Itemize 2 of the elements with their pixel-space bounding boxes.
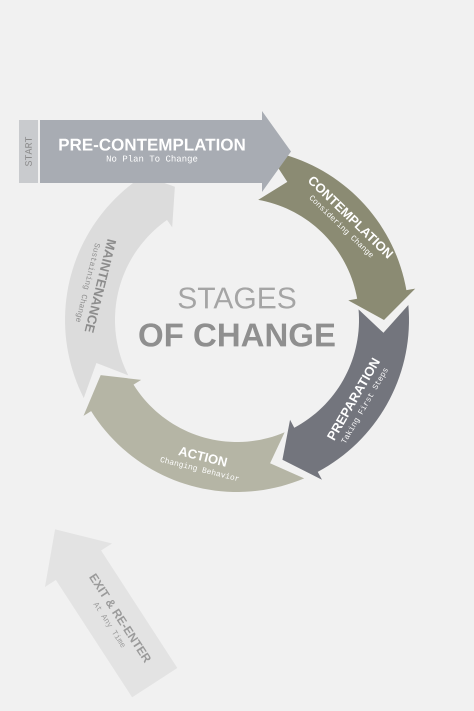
start-box: START: [19, 120, 38, 183]
stage-banner: PRE-CONTEMPLATION No Plan To Change: [40, 111, 291, 192]
